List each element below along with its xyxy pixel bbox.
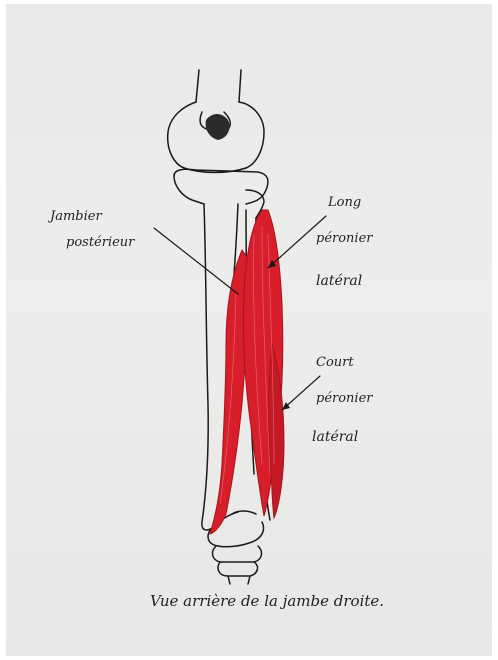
label-tibialis-line1: Jambier: [50, 210, 102, 223]
knee-notch: [206, 114, 230, 140]
paper-sheet: Jambier postérieur Long péronier latéral…: [6, 4, 492, 656]
label-tibialis-line2: postérieur: [66, 236, 134, 249]
label-short-line3: latéral: [312, 430, 358, 444]
label-short-line1: Court: [316, 356, 354, 369]
leg-drawing: [6, 4, 492, 656]
label-short-line2: péronier: [316, 392, 373, 405]
label-long-line1: Long: [328, 196, 361, 209]
label-long-line2: péronier: [316, 232, 373, 245]
label-long-line3: latéral: [316, 274, 362, 288]
pointer-tibialis: [154, 228, 238, 294]
caption: Vue arrière de la jambe droite.: [150, 594, 384, 609]
